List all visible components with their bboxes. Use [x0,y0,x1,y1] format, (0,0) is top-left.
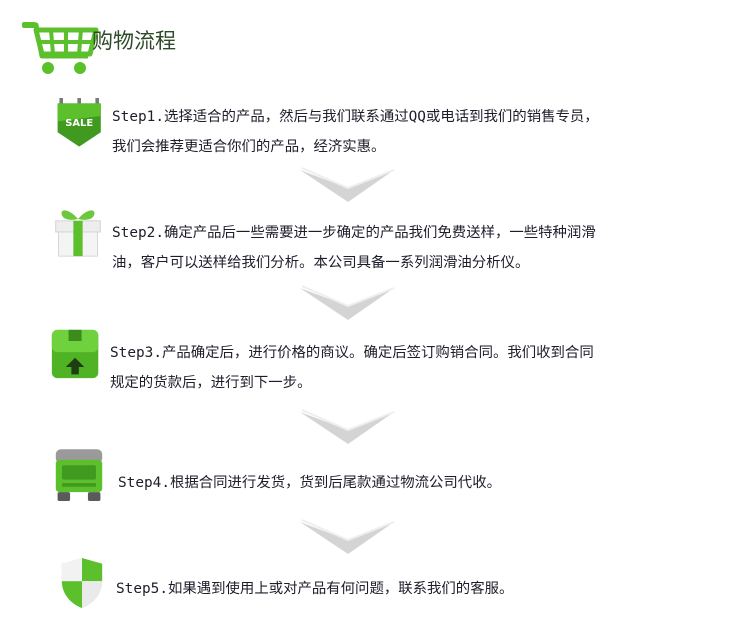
page-header: 购物流程 [22,16,322,80]
down-arrow-icon [300,285,395,320]
sale-tag-label: SALE [65,118,93,129]
step-5-line-1: Step5.如果遇到使用上或对产品有何问题，联系我们的客服。 [116,581,514,597]
down-arrow-icon [300,167,395,202]
gift-box-icon [55,210,101,257]
step-3-line-2: 规定的货款后，进行到下一步。 [110,375,312,391]
down-arrow-icon [300,519,395,554]
shopping-cart-icon [22,22,99,74]
down-arrow-icon [300,409,395,444]
step-1-line-2: 我们会推荐更适合你们的产品，经济实惠。 [112,139,386,155]
step-4-text: Step4.根据合同进行发货，货到后尾款通过物流公司代收。 [118,468,501,498]
page-title: 购物流程 [92,29,176,53]
step-2-text: Step2.确定产品后一些需要进一步确定的产品我们免费送样，一些特种润滑 油，客… [112,218,596,278]
step-2-line-2: 油，客户可以送样给我们分析。本公司具备一系列润滑油分析仪。 [112,255,530,271]
sale-tag-icon: SALE [57,98,101,147]
step-2-line-1: Step2.确定产品后一些需要进一步确定的产品我们免费送样，一些特种润滑 [112,225,596,241]
security-shield-icon [61,558,103,608]
step-3-line-1: Step3.产品确定后，进行价格的商议。确定后签订购销合同。我们收到合同 [110,345,594,361]
step-4-line-1: Step4.根据合同进行发货，货到后尾款通过物流公司代收。 [118,475,501,491]
package-box-icon [51,329,99,379]
step-1-line-1: Step1.选择适合的产品，然后与我们联系通过QQ或电话到我们的销售专员， [112,109,599,125]
step-1-text: Step1.选择适合的产品，然后与我们联系通过QQ或电话到我们的销售专员， 我们… [112,102,599,162]
step-5-text: Step5.如果遇到使用上或对产品有何问题，联系我们的客服。 [116,574,513,604]
step-3-text: Step3.产品确定后，进行价格的商议。确定后签订购销合同。我们收到合同 规定的… [110,338,594,398]
delivery-truck-icon [55,449,103,501]
